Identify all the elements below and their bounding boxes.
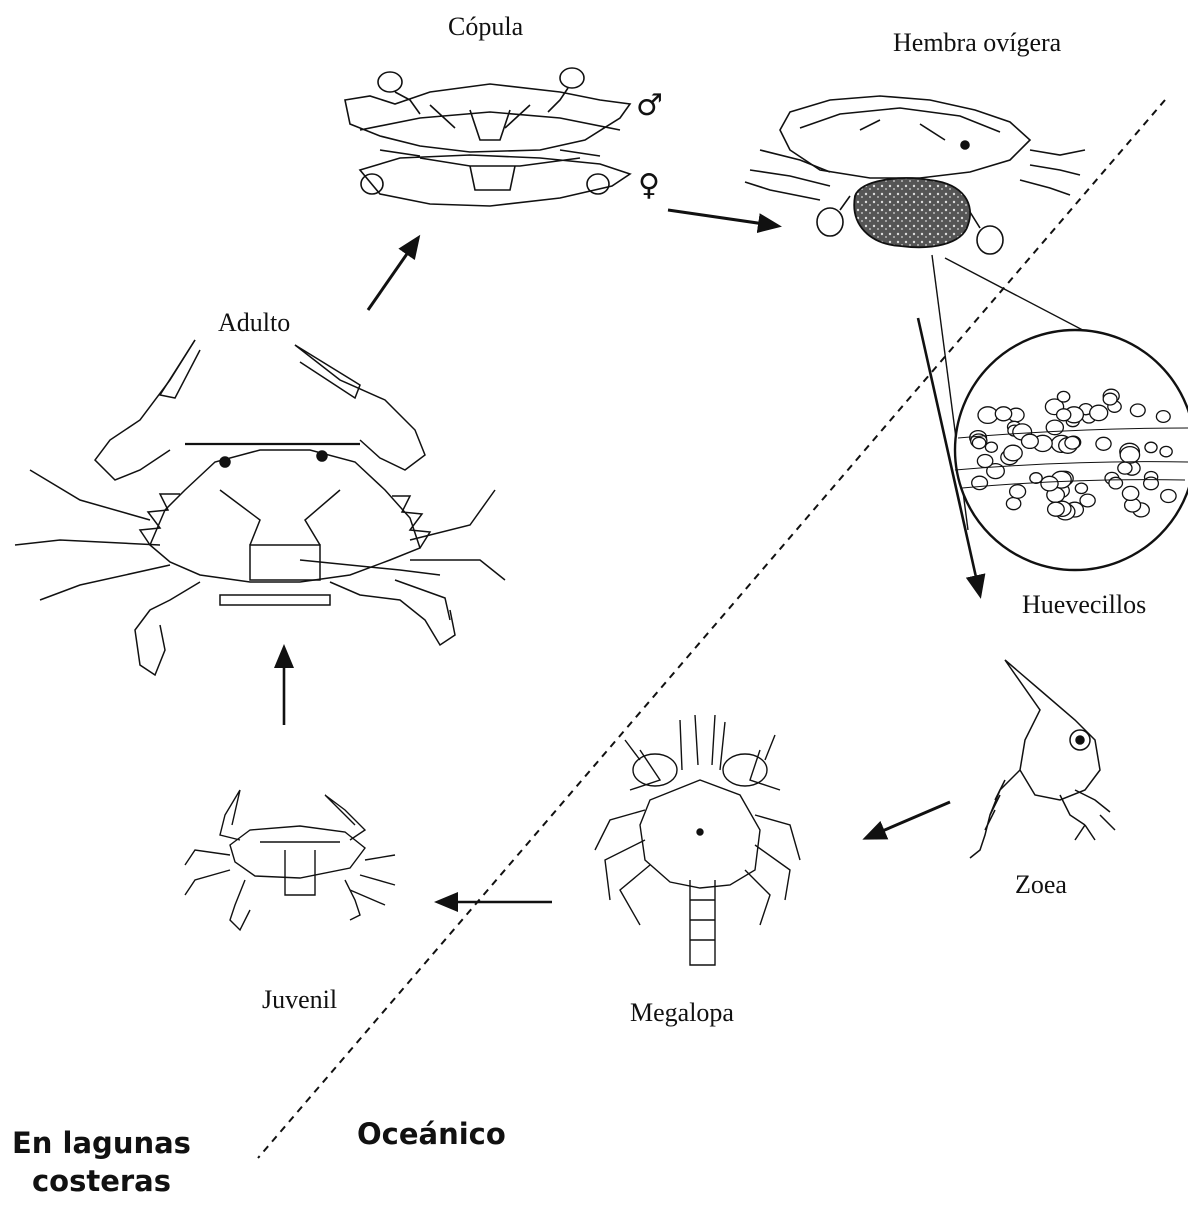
egg <box>1048 502 1065 516</box>
egg <box>1022 434 1039 448</box>
egg <box>972 476 988 489</box>
region-label-lagunas-line2: costeras <box>12 1162 191 1200</box>
label-adulto: Adulto <box>218 308 290 338</box>
egg <box>977 455 992 468</box>
egg <box>1090 405 1108 420</box>
egg <box>1004 445 1022 461</box>
egg <box>1065 437 1080 450</box>
label-zoea: Zoea <box>1015 870 1067 900</box>
egg <box>1156 411 1170 423</box>
egg <box>1046 420 1063 435</box>
arrow-zoea-to-megalopa <box>866 802 950 838</box>
female-symbol-icon: ♀ <box>638 168 660 203</box>
label-hembra-ovigera: Hembra ovígera <box>893 28 1061 58</box>
egg <box>1010 485 1026 499</box>
zoea-illustration <box>970 660 1115 858</box>
egg <box>972 437 985 448</box>
egg <box>1122 486 1138 500</box>
egg-mass <box>854 178 970 247</box>
egg <box>1109 477 1123 489</box>
egg <box>1130 404 1145 417</box>
egg <box>1120 447 1139 464</box>
male-symbol-icon: ♂ <box>636 88 663 123</box>
egg <box>1006 498 1020 510</box>
egg <box>1096 437 1111 450</box>
juvenile-crab-illustration <box>185 790 395 930</box>
egg <box>1103 393 1117 405</box>
egg <box>1075 483 1087 493</box>
egg <box>1041 476 1058 491</box>
label-megalopa: Megalopa <box>630 998 734 1028</box>
egg <box>995 407 1011 421</box>
egg <box>1160 446 1172 456</box>
region-label-lagunas-line1: En lagunas <box>12 1124 191 1162</box>
egg <box>1057 391 1069 402</box>
eggs-closeup-illustration <box>955 330 1188 570</box>
arrow-adulto-to-copula <box>368 238 418 310</box>
egg <box>1080 494 1095 507</box>
egg <box>1118 462 1132 474</box>
egg <box>1144 477 1159 490</box>
copula-crabs-illustration <box>345 68 630 206</box>
adult-crab-illustration <box>15 340 505 675</box>
label-copula: Cópula <box>448 12 523 42</box>
region-label-lagunas: En lagunas costeras <box>12 1124 191 1200</box>
region-label-oceanico: Oceánico <box>357 1115 506 1153</box>
egg <box>1030 473 1042 484</box>
label-juvenil: Juvenil <box>262 985 337 1015</box>
egg <box>1145 442 1157 452</box>
egg <box>985 442 997 452</box>
egg <box>1161 490 1176 503</box>
label-huevecillos: Huevecillos <box>1022 590 1146 620</box>
megalopa-illustration <box>595 715 800 965</box>
arrow-copula-to-hembra <box>668 210 778 226</box>
egg <box>1057 409 1071 421</box>
egg <box>978 407 998 424</box>
